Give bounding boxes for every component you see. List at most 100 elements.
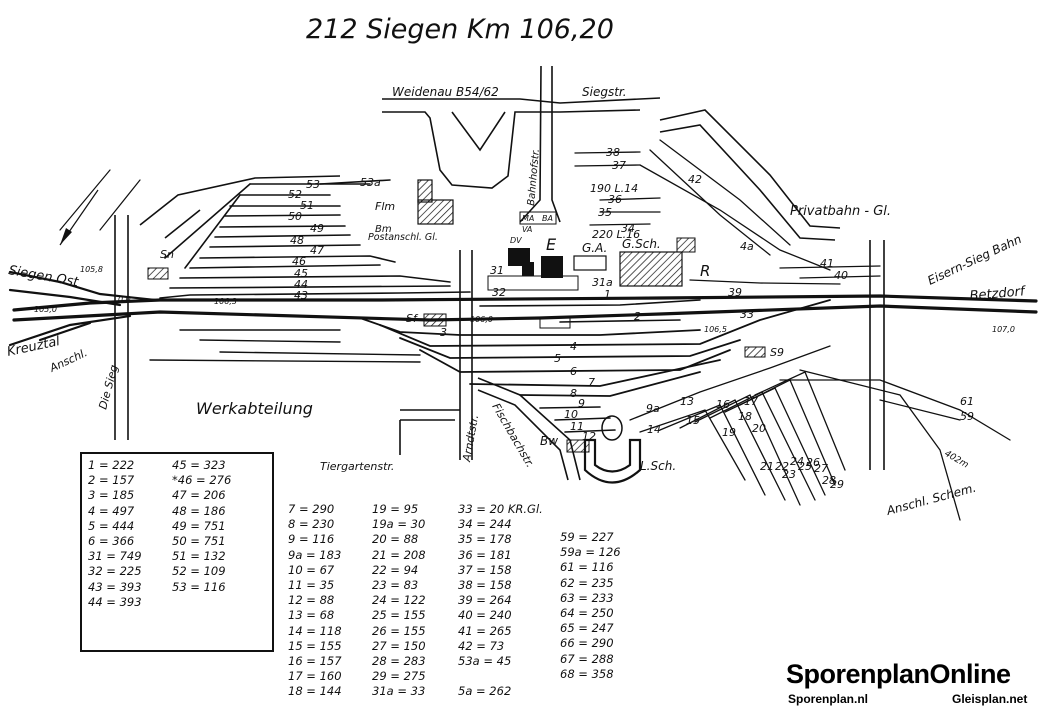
svg-text:17: 17 [744, 395, 758, 408]
length-entry: 53a = 45 [458, 654, 512, 669]
length-entry: 31a = 33 [372, 684, 426, 699]
svg-text:4: 4 [570, 340, 577, 353]
length-entry: 19 = 95 [372, 502, 419, 516]
url-gleisplan-net[interactable]: Gleisplan.net [952, 692, 1028, 706]
svg-text:53: 53 [306, 178, 320, 191]
svg-text:45: 45 [294, 267, 308, 280]
svg-text:23: 23 [782, 468, 796, 481]
length-entry: 66 = 290 [560, 636, 614, 651]
length-entry: 52 = 109 [172, 564, 226, 579]
length-entry: 25 = 155 [372, 608, 426, 623]
svg-text:5: 5 [554, 352, 561, 365]
building-e: E [546, 235, 557, 254]
svg-text:44: 44 [294, 278, 308, 291]
track-numbers: 53 52 51 50 49 48 47 46 45 44 43 32 31 2… [288, 146, 974, 491]
length-entry: 51 = 132 [172, 549, 226, 564]
length-entry: 39 = 264 [458, 593, 512, 608]
length-entry: 23 = 83 [372, 578, 419, 593]
street-fischbachstr: Fischbachstr. [489, 401, 536, 470]
length-entry: 62 = 235 [560, 575, 614, 590]
svg-text:59: 59 [960, 410, 974, 423]
svg-text:31: 31 [490, 264, 504, 277]
length-entry [458, 669, 543, 684]
building-sf: Sf [406, 312, 419, 325]
length-entry: 41 = 265 [458, 623, 512, 638]
svg-text:10: 10 [564, 408, 578, 421]
length-entry: 8 = 230 [288, 517, 335, 532]
length-entry: 63 = 233 [560, 590, 614, 605]
length-entry: 31 = 749 [88, 549, 142, 564]
svg-text:49: 49 [310, 222, 324, 235]
length-entry: 37 = 158 [458, 562, 512, 577]
length-entry: 15 = 155 [288, 638, 342, 653]
label-km-107: 107,0 [992, 325, 1015, 334]
length-entry: 44 = 393 [88, 594, 142, 609]
label-siegen-ost: Siegen Ost [7, 263, 80, 290]
svg-text:24: 24 [790, 455, 804, 468]
label-flm: Flm [375, 200, 395, 213]
svg-text:31a: 31a [592, 276, 613, 289]
svg-text:9: 9 [578, 397, 585, 410]
length-entry: 3 = 185 [88, 488, 135, 503]
svg-text:48: 48 [290, 234, 304, 247]
label-km-1063: 106,3 [214, 297, 237, 306]
length-entry: 38 = 158 [458, 578, 512, 593]
label-bm: Bm [375, 224, 392, 235]
label-anschl-schem: Anschl. Schem. [884, 481, 977, 519]
length-entry: 19a = 30 [372, 517, 426, 532]
svg-text:39: 39 [728, 286, 742, 299]
length-entry [172, 595, 231, 610]
label-190-l14: 190 L.14 [590, 182, 638, 195]
street-tiergartenstr: Tiergartenstr. [320, 460, 394, 473]
building-va: VA [522, 225, 532, 234]
length-entry: 42 = 73 [458, 638, 505, 653]
svg-text:61: 61 [960, 395, 974, 408]
roads [114, 65, 885, 481]
url-sporenplan-nl[interactable]: Sporenplan.nl [788, 692, 869, 706]
building-lsch: L.Sch. [640, 459, 676, 473]
length-entry: 48 = 186 [172, 503, 226, 518]
svg-text:28: 28 [822, 474, 836, 487]
building-gsch: G.Sch. [622, 237, 661, 251]
length-entry: 16 = 157 [288, 654, 342, 669]
length-entry: *46 = 276 [172, 473, 232, 488]
svg-text:11: 11 [570, 420, 584, 433]
sporenplan-logo: SporenplanOnline [786, 659, 1011, 689]
length-entry: 22 = 94 [372, 562, 419, 577]
length-entry: 35 = 178 [458, 532, 512, 547]
svg-text:38: 38 [606, 146, 620, 159]
label-220-l16: 220 L.16 [592, 228, 640, 241]
building-ga: G.A. [582, 241, 607, 255]
length-entry: 18 = 144 [288, 684, 342, 699]
length-entry: 59a = 126 [560, 545, 621, 560]
svg-text:7: 7 [588, 376, 595, 389]
length-entry: 5 = 444 [88, 518, 135, 533]
length-entry: 32 = 225 [88, 564, 142, 579]
svg-text:14: 14 [647, 423, 661, 436]
svg-text:9a: 9a [646, 402, 660, 415]
length-entry: 5a = 262 [458, 684, 512, 699]
length-entry: 43 = 393 [88, 579, 142, 594]
svg-text:8: 8 [570, 387, 577, 400]
north-arrow-icon [59, 189, 99, 246]
street-arndtstr: Arndtstr. [460, 414, 481, 464]
length-entry: 29 = 275 [372, 669, 426, 684]
svg-text:52: 52 [288, 188, 302, 201]
length-entry: 59 = 227 [560, 530, 614, 544]
svg-text:6: 6 [570, 365, 577, 378]
length-entry: 49 = 751 [172, 518, 226, 533]
svg-text:42: 42 [688, 173, 702, 186]
svg-text:46: 46 [292, 255, 306, 268]
length-entry: 68 = 358 [560, 666, 614, 681]
building-ma: MA [522, 214, 534, 223]
svg-text:32: 32 [492, 286, 506, 299]
svg-text:4a: 4a [740, 240, 754, 253]
svg-text:36: 36 [608, 193, 622, 206]
label-km-1065: 106,5 [704, 325, 727, 334]
label-km-0: 0,0 [118, 295, 131, 304]
label-privatbahn: Privatbahn - Gl. [790, 204, 891, 219]
